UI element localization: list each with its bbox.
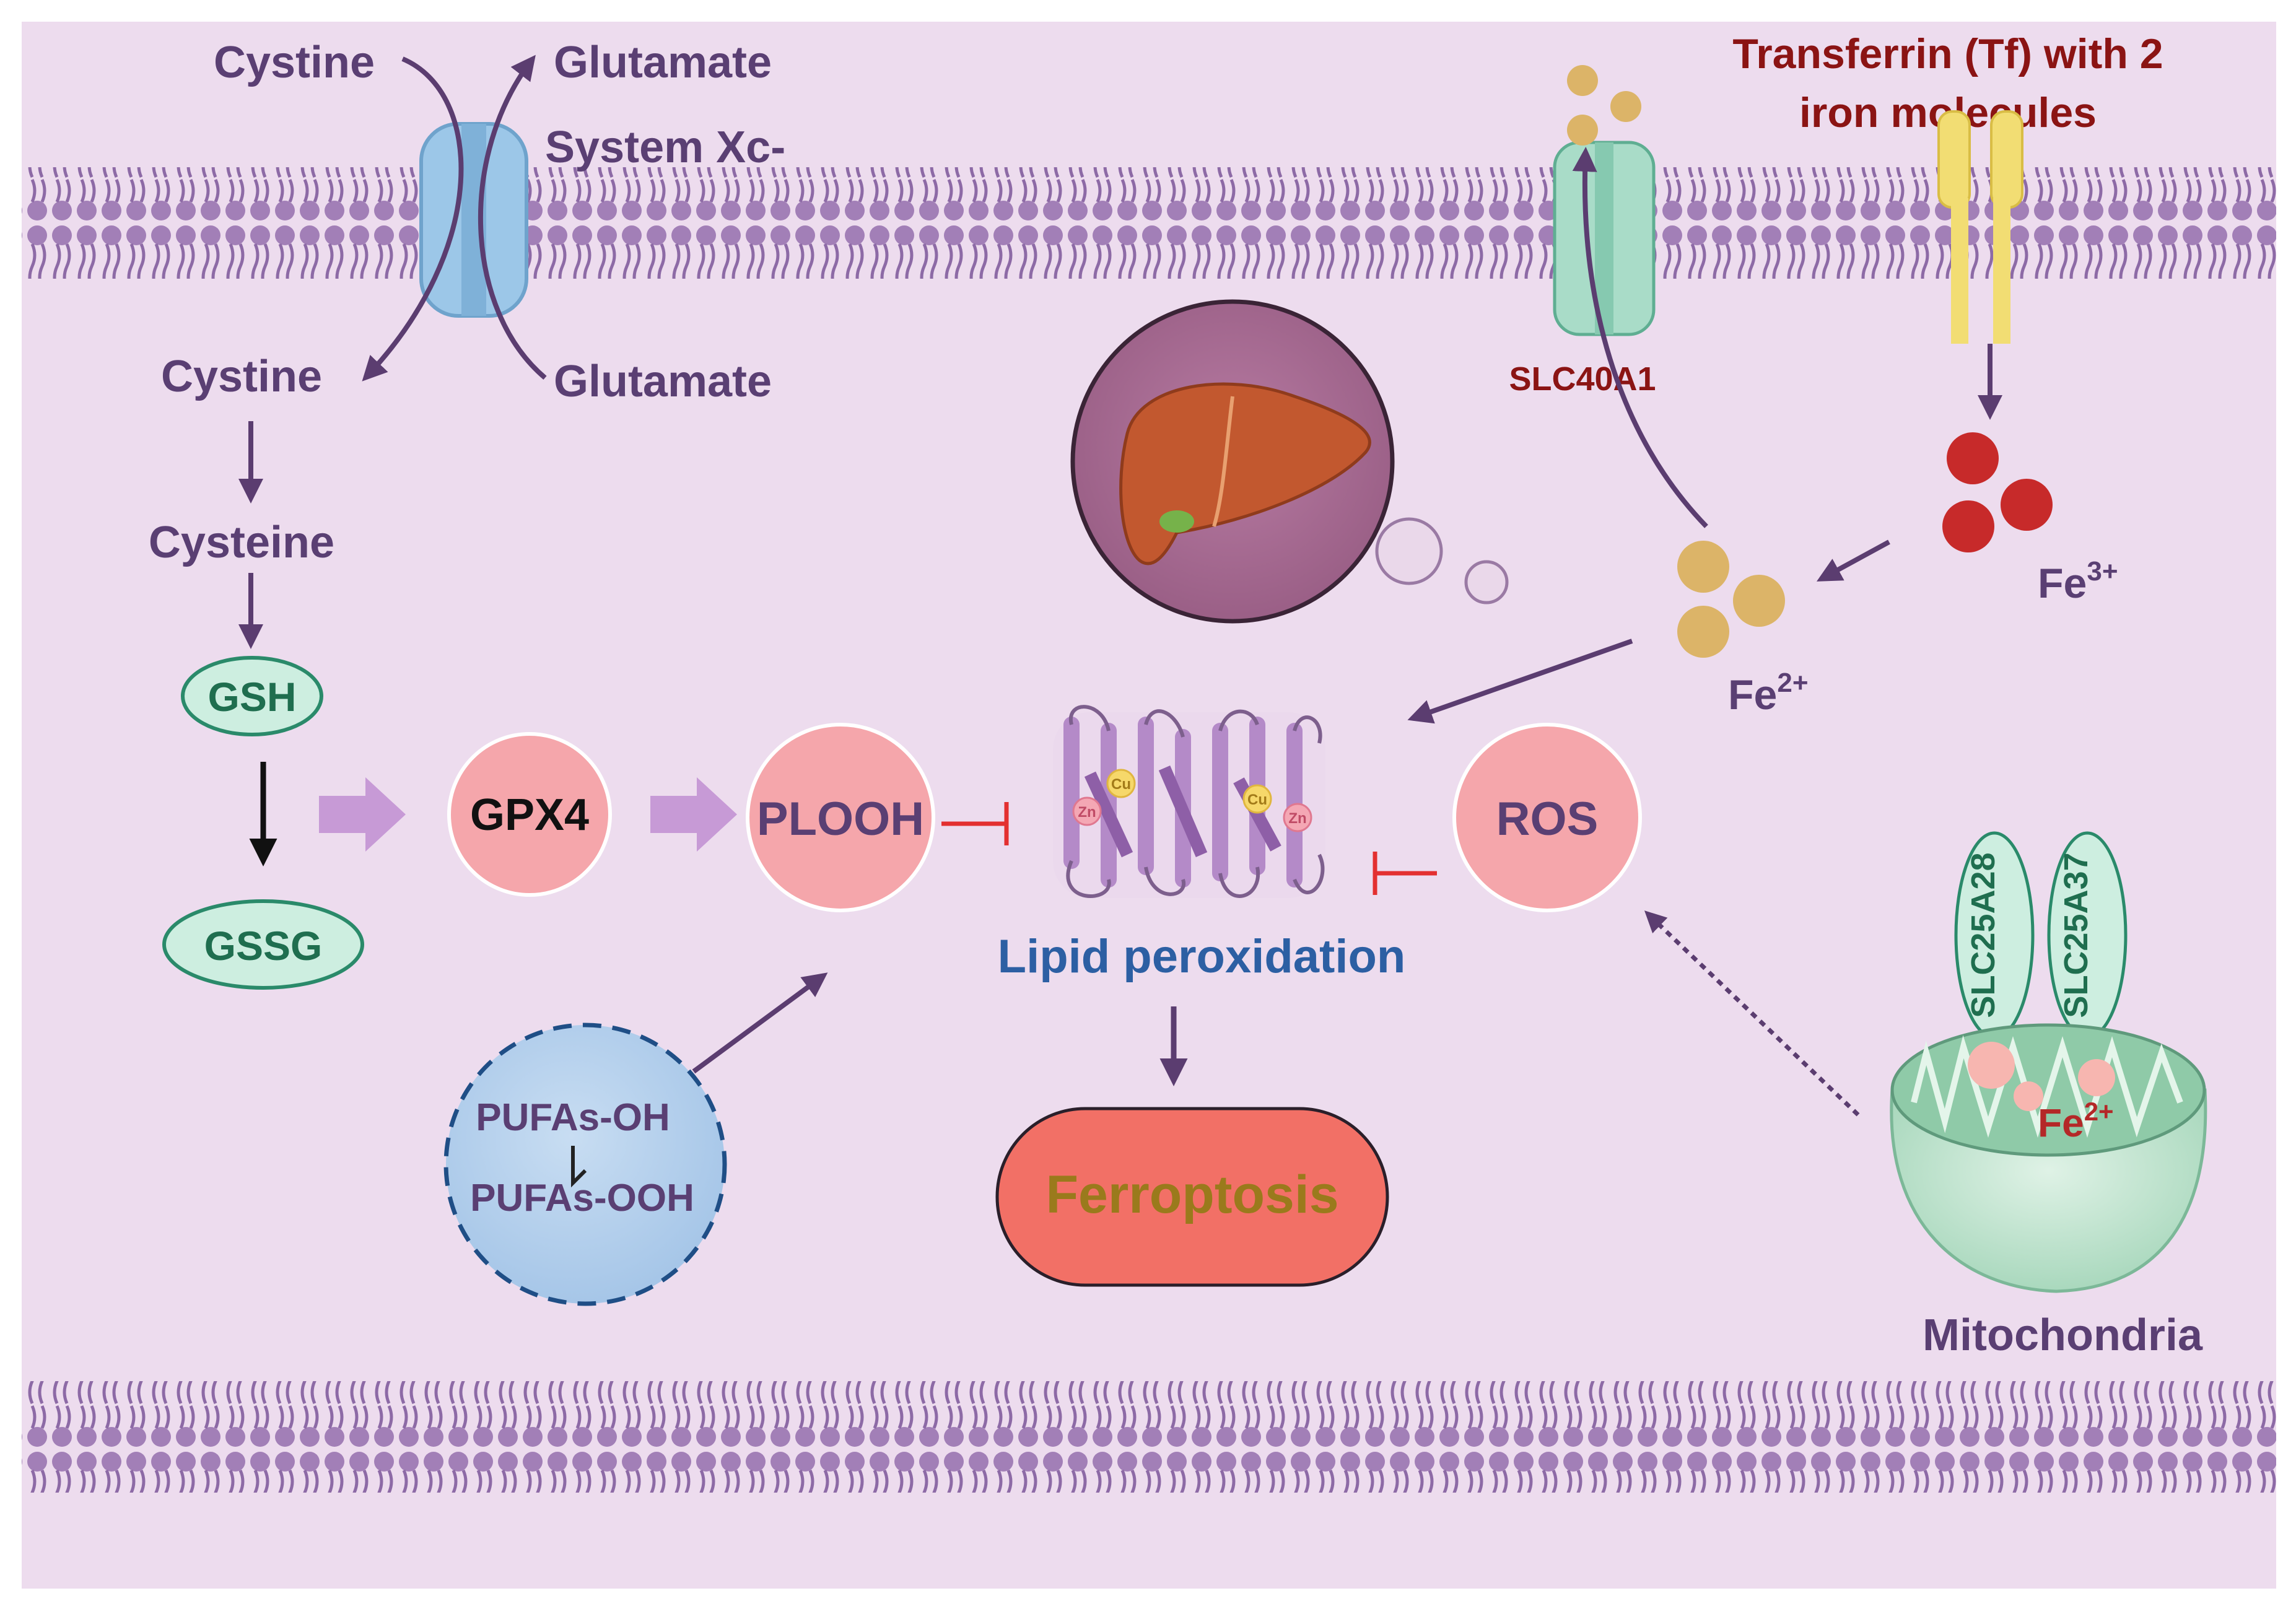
slc25a28-label: SLC25A28 bbox=[1965, 852, 2002, 1018]
fe2-label: Fe2+ bbox=[1728, 668, 1809, 718]
cysteine-label: Cysteine bbox=[149, 518, 334, 567]
mitochondria-label: Mitochondria bbox=[1923, 1311, 2203, 1360]
slc25a37-label: SLC25A37 bbox=[2058, 852, 2095, 1018]
cu-label-2: Cu bbox=[1247, 792, 1267, 808]
cystine-inside-label: Cystine bbox=[161, 352, 322, 401]
fe3-label: Fe3+ bbox=[2038, 556, 2118, 607]
gpx4-label: GPX4 bbox=[470, 790, 589, 840]
iron-export-arrow bbox=[1572, 147, 1708, 528]
ferroptosis-node bbox=[995, 1107, 1389, 1287]
ros-label: ROS bbox=[1496, 793, 1599, 845]
ros-node bbox=[1452, 723, 1642, 912]
gpx4-to-plooh-block-arrow bbox=[650, 777, 737, 852]
plooh-node bbox=[746, 723, 935, 912]
zn-ion-icon bbox=[1072, 796, 1102, 826]
zn-label-1: Zn bbox=[1078, 804, 1096, 821]
cu-ion-icon bbox=[1242, 784, 1272, 814]
ferroptosis-label: Ferroptosis bbox=[1045, 1165, 1338, 1224]
gpx4-node bbox=[447, 732, 612, 897]
cystine-outside-label: Cystine bbox=[214, 38, 375, 87]
mito-to-ros-arrow bbox=[1644, 910, 1860, 1117]
lipid-protein-structure-icon: Cu Cu Zn Zn bbox=[1053, 705, 1325, 898]
exported-iron-icon bbox=[1567, 65, 1641, 146]
plooh-inhibit-symbol bbox=[941, 802, 1009, 845]
cursor-icon bbox=[571, 1146, 587, 1188]
gsh-to-gpx4-block-arrow bbox=[319, 777, 406, 852]
pufas-to-plooh-arrow bbox=[692, 972, 828, 1074]
zn-label-2: Zn bbox=[1288, 810, 1306, 827]
slc40a1-label: SLC40A1 bbox=[1509, 360, 1656, 398]
gssg-label: GSSG bbox=[204, 923, 323, 969]
slc40a1-transporter-icon bbox=[1553, 141, 1656, 336]
pufas-oh-label: PUFAs-OH bbox=[476, 1096, 670, 1139]
gsh-node bbox=[181, 656, 323, 736]
mito-fe2-label: Fe2+ bbox=[2038, 1097, 2114, 1145]
pufas-vesicle bbox=[443, 1023, 727, 1306]
zn-ion-icon bbox=[1283, 803, 1312, 832]
top-membrane bbox=[22, 167, 2276, 279]
fe3-to-fe2-arrow bbox=[1816, 539, 1890, 582]
fe3-ions-icon bbox=[1942, 432, 2053, 552]
transferrin-label-line1: Transferrin (Tf) with 2 bbox=[1732, 30, 2163, 77]
pufas-ooh-label: PUFAs-OOH bbox=[470, 1177, 694, 1219]
fe2-ions-icon bbox=[1677, 541, 1785, 658]
fe2-to-lipid-arrow bbox=[1407, 639, 1633, 724]
transferrin-receptor-icon bbox=[1937, 110, 2023, 344]
system-xc-label: System Xc- bbox=[545, 123, 785, 172]
glutamate-outside-label: Glutamate bbox=[554, 38, 772, 87]
ros-inhibit-symbol bbox=[1373, 852, 1437, 895]
bottom-membrane bbox=[22, 1381, 2276, 1493]
mitochondria-icon bbox=[1890, 1023, 2207, 1293]
system-xc-transporter-icon bbox=[419, 122, 528, 318]
cu-ion-icon bbox=[1106, 769, 1136, 798]
lipid-peroxidation-label: Lipid peroxidation bbox=[998, 930, 1406, 983]
glutamate-inside-label: Glutamate bbox=[554, 357, 772, 406]
gssg-node bbox=[162, 899, 364, 990]
liver-thought-bubble bbox=[1070, 299, 1509, 624]
cu-label-1: Cu bbox=[1111, 776, 1131, 793]
cystine-import-arrow bbox=[362, 56, 464, 382]
gsh-label: GSH bbox=[207, 674, 296, 720]
plooh-label: PLOOH bbox=[757, 793, 924, 845]
glutamate-export-arrow bbox=[478, 55, 547, 380]
